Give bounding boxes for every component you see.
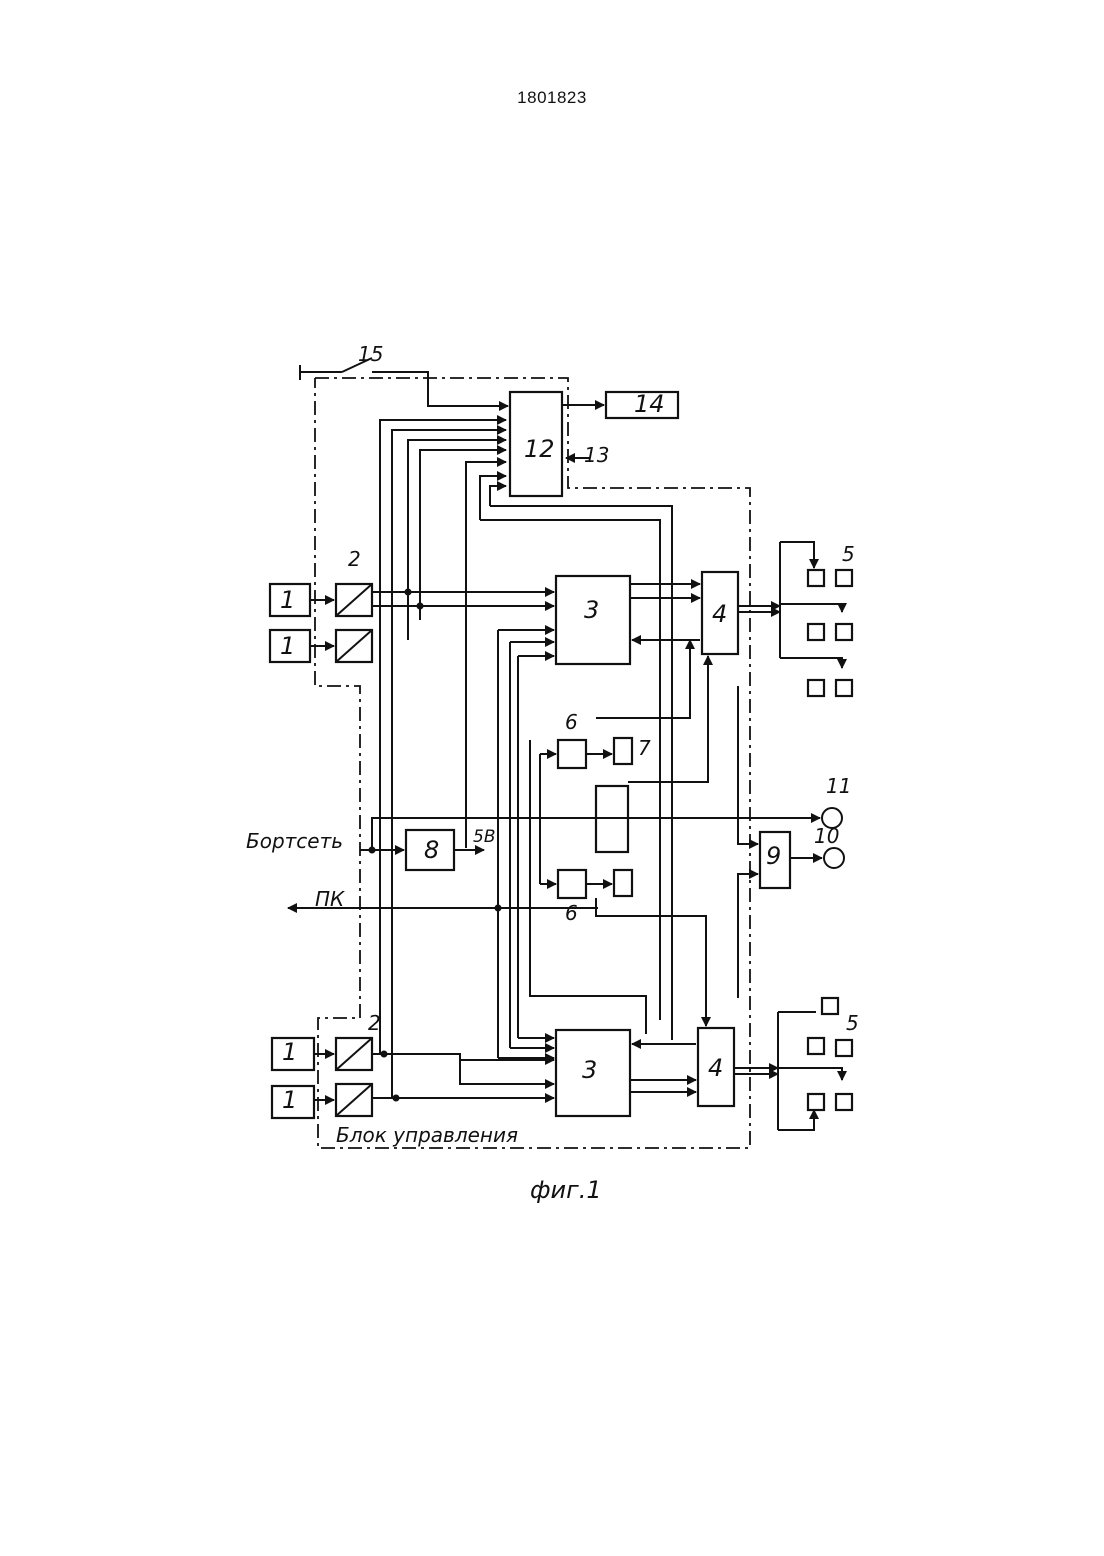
actuator-element (836, 680, 852, 696)
sensor-label-3: 1 (282, 1038, 297, 1066)
conv-to-ctrl (420, 450, 506, 606)
feedback-to-ctrl (490, 486, 506, 506)
actuator-element (808, 1038, 824, 1054)
actuator-element (836, 624, 852, 640)
converter-label-bottom: 2 (368, 1011, 381, 1035)
actuator-element (808, 624, 824, 640)
actuator-element (836, 1094, 852, 1110)
control-unit-label: Блок управления (336, 1123, 518, 1147)
converter-label-top: 2 (348, 547, 361, 571)
driver-label-bottom: 4 (708, 1054, 723, 1082)
sensor-label-4: 1 (282, 1086, 297, 1114)
actuator-element (808, 1094, 824, 1110)
amplifier-label-bottom: 6 (565, 901, 578, 925)
blocks (270, 392, 852, 1118)
figure-caption: фиг.1 (530, 1176, 602, 1204)
feedback-to-ctrl (480, 476, 506, 520)
junction-dot (495, 905, 502, 912)
relay-to-driver (596, 898, 706, 1026)
actuator-lead (780, 542, 814, 568)
converter-diagonal (336, 1084, 372, 1116)
feedback-bus (480, 520, 660, 1020)
conv-to-ctrl (380, 420, 506, 592)
lamp-11-label: 11 (826, 774, 851, 798)
switch-label: 15 (358, 342, 383, 366)
power-supply-label: 8 (424, 836, 439, 864)
lamp-10 (824, 848, 844, 868)
amplifier-block (558, 740, 586, 768)
voltage-label: 5В (473, 827, 495, 847)
relay-block (614, 870, 632, 896)
driver-label-top: 4 (712, 600, 727, 628)
actuator-lead (778, 1110, 814, 1130)
controller-label: 12 (524, 435, 555, 463)
amplifier-block (558, 870, 586, 898)
actuator-element (808, 570, 824, 586)
input-13-label: 13 (584, 443, 609, 467)
amplifier-label-top: 6 (565, 710, 578, 734)
actuator-element (836, 570, 852, 586)
indicator-label: 14 (634, 390, 665, 418)
processor-label-top: 3 (584, 596, 599, 624)
actuator-element (808, 680, 824, 696)
sensor-label-1: 1 (280, 586, 295, 614)
actuator-lead (780, 604, 842, 612)
lamp-10-label: 10 (814, 824, 839, 848)
actuator-label-bottom: 5 (846, 1011, 859, 1035)
conv-to-ctrl (392, 430, 506, 606)
relay-label: 7 (638, 736, 651, 760)
to-logic (738, 874, 758, 998)
sensor-label-2: 1 (280, 632, 295, 660)
actuator-element (836, 1040, 852, 1056)
converter-diagonal (336, 584, 372, 616)
actuator-element (822, 998, 838, 1014)
conv-to-proc (460, 1060, 554, 1084)
converter-diagonal (336, 1038, 372, 1070)
to-logic (738, 686, 758, 844)
to-driver (596, 640, 690, 718)
pc-label: ПК (315, 887, 345, 911)
junction-dot (369, 847, 376, 854)
relay-block (614, 738, 632, 764)
actuator-lead (778, 1068, 842, 1080)
actuator-label-top: 5 (842, 542, 855, 566)
actuator-lead (780, 658, 842, 668)
feedback (530, 740, 646, 1034)
logic-label: 9 (766, 842, 781, 870)
converter-diagonal (336, 630, 372, 662)
onboard-network-label: Бортсеть (246, 829, 343, 853)
processor-label-bottom: 3 (582, 1056, 597, 1084)
